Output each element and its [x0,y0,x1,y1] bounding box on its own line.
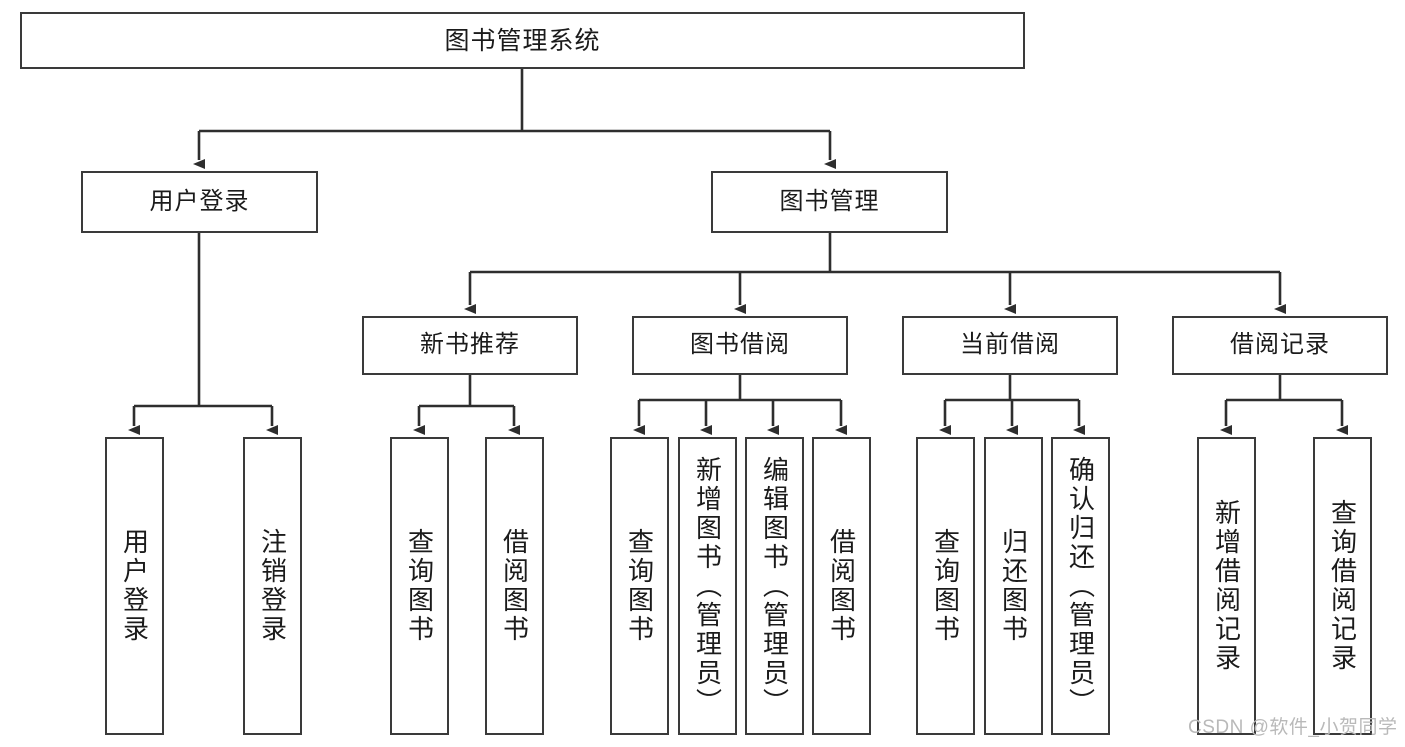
node-book-borrow[interactable]: 图书借阅 [632,316,848,375]
node-label: 当前借阅 [960,331,1060,359]
node-label: 图书管理系统 [444,26,601,55]
node-label: 借阅记录 [1230,331,1330,359]
node-leaf-borrow-add-book-admin[interactable]: 新增图书（管理员） [678,437,737,735]
node-label: 查询图书 [930,528,961,644]
node-user-login[interactable]: 用户登录 [81,171,318,233]
node-label: 编辑图书（管理员） [759,455,790,717]
node-leaf-borrow-lend-book[interactable]: 借阅图书 [812,437,871,735]
node-leaf-user-login[interactable]: 用户登录 [105,437,164,735]
node-label: 借阅图书 [826,528,857,644]
node-leaf-borrow-edit-book-admin[interactable]: 编辑图书（管理员） [745,437,804,735]
node-leaf-current-confirm-return-admin[interactable]: 确认归还（管理员） [1051,437,1110,735]
node-label: 归还图书 [998,528,1029,644]
node-new-book-recommendation[interactable]: 新书推荐 [362,316,578,375]
node-leaf-current-query-book[interactable]: 查询图书 [916,437,975,735]
node-book-management[interactable]: 图书管理 [711,171,948,233]
node-label: 图书借阅 [690,331,790,359]
node-label: 图书管理 [779,187,880,215]
node-label: 新增图书（管理员） [692,455,723,717]
node-root-book-management-system[interactable]: 图书管理系统 [20,12,1025,69]
node-label: 用户登录 [149,187,250,215]
node-leaf-user-logout[interactable]: 注销登录 [243,437,302,735]
node-leaf-record-search[interactable]: 查询借阅记录 [1313,437,1372,735]
node-label: 确认归还（管理员） [1065,455,1096,717]
node-label: 借阅图书 [499,528,530,644]
node-label: 注销登录 [257,528,288,644]
node-label: 查询图书 [404,528,435,644]
node-leaf-rec-borrow-book[interactable]: 借阅图书 [485,437,544,735]
node-leaf-current-return-book[interactable]: 归还图书 [984,437,1043,735]
node-leaf-record-add[interactable]: 新增借阅记录 [1197,437,1256,735]
node-label: 查询借阅记录 [1327,499,1358,673]
node-label: 新增借阅记录 [1211,499,1242,673]
node-leaf-rec-query-book[interactable]: 查询图书 [390,437,449,735]
node-label: 用户登录 [119,528,150,644]
node-label: 新书推荐 [420,331,520,359]
node-borrow-record[interactable]: 借阅记录 [1172,316,1388,375]
node-label: 查询图书 [624,528,655,644]
node-current-borrow[interactable]: 当前借阅 [902,316,1118,375]
node-leaf-borrow-query-book[interactable]: 查询图书 [610,437,669,735]
